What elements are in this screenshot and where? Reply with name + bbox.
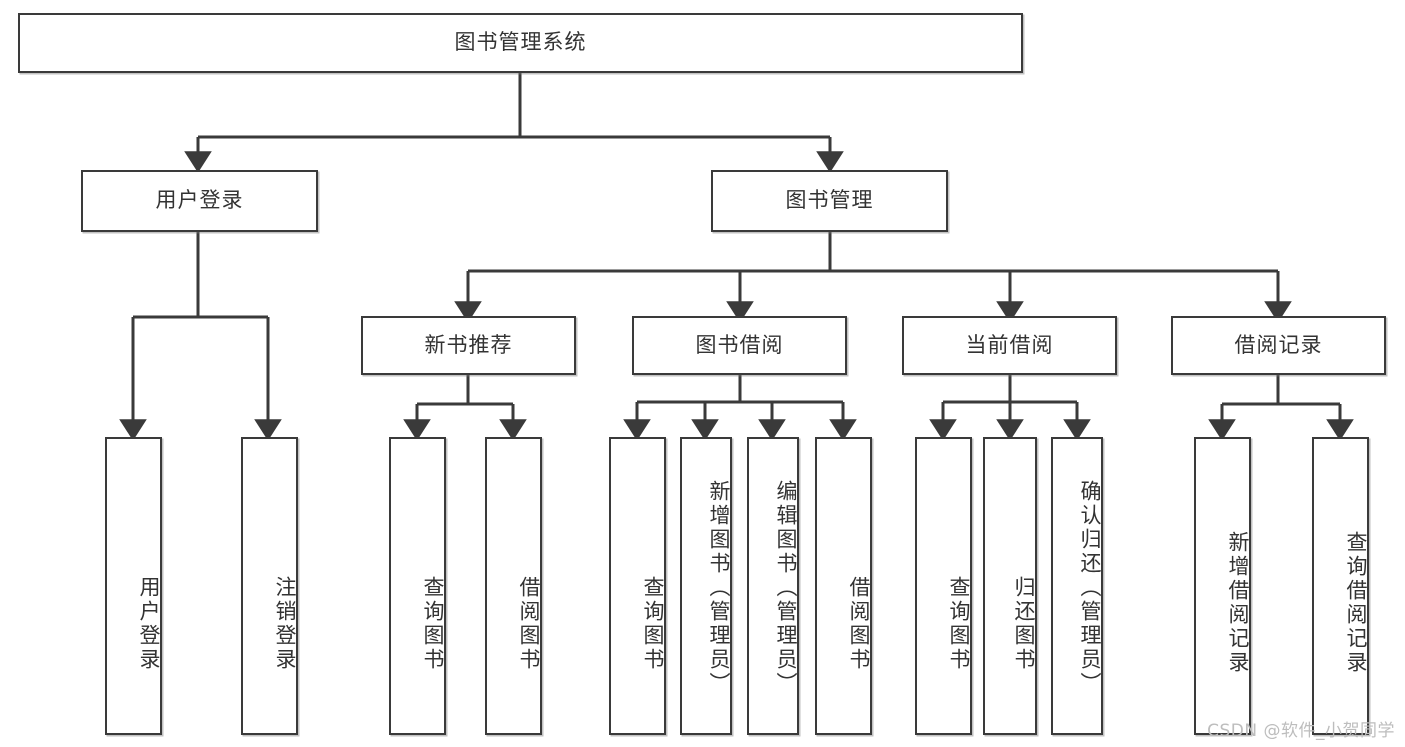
node-label: 注销登录 (273, 576, 297, 672)
node-user-login[interactable]: 用户登录 (81, 170, 318, 232)
node-label: 图书管理 (785, 188, 874, 213)
leaf-borrow-book-2[interactable]: 借阅图书 (815, 437, 872, 735)
leaf-add-book-admin[interactable]: 新增图书（管理员） (680, 437, 732, 735)
node-current-borrow[interactable]: 当前借阅 (902, 316, 1117, 375)
node-book-borrow[interactable]: 图书借阅 (632, 316, 847, 375)
node-label: 查询借阅记录 (1344, 531, 1368, 675)
leaf-return-book[interactable]: 归还图书 (983, 437, 1037, 735)
node-new-book-recommend[interactable]: 新书推荐 (361, 316, 576, 375)
node-label: 查询图书 (421, 576, 445, 672)
leaf-edit-book-admin[interactable]: 编辑图书（管理员） (747, 437, 799, 735)
node-label: 确认归还（管理员） (1078, 480, 1102, 696)
leaf-query-borrow-record[interactable]: 查询借阅记录 (1312, 437, 1369, 735)
leaf-query-book-1[interactable]: 查询图书 (389, 437, 446, 735)
leaf-query-book-2[interactable]: 查询图书 (609, 437, 666, 735)
leaf-add-borrow-record[interactable]: 新增借阅记录 (1194, 437, 1251, 735)
node-label: 查询图书 (641, 576, 665, 672)
node-label: 用户登录 (137, 576, 161, 672)
node-label: 借阅记录 (1234, 332, 1323, 357)
leaf-confirm-return-admin[interactable]: 确认归还（管理员） (1051, 437, 1103, 735)
leaf-logout-login[interactable]: 注销登录 (241, 437, 298, 735)
node-label: 新书推荐 (424, 332, 513, 357)
node-borrow-record[interactable]: 借阅记录 (1171, 316, 1386, 375)
node-label: 图书管理系统 (454, 30, 587, 55)
node-label: 借阅图书 (517, 576, 541, 672)
node-book-management-system[interactable]: 图书管理系统 (18, 13, 1023, 73)
node-label: 编辑图书（管理员） (774, 480, 798, 696)
leaf-user-login[interactable]: 用户登录 (105, 437, 162, 735)
leaf-query-book-3[interactable]: 查询图书 (915, 437, 972, 735)
node-label: 新增图书（管理员） (707, 480, 731, 696)
node-label: 归还图书 (1012, 576, 1036, 672)
node-label: 用户登录 (155, 188, 244, 213)
node-label: 借阅图书 (847, 576, 871, 672)
node-label: 当前借阅 (965, 332, 1054, 357)
node-label: 图书借阅 (695, 332, 784, 357)
node-label: 新增借阅记录 (1226, 531, 1250, 675)
node-book-manage[interactable]: 图书管理 (711, 170, 948, 232)
watermark-text: CSDN @软件_小贺同学 (1207, 721, 1395, 741)
node-label: 查询图书 (947, 576, 971, 672)
leaf-borrow-book-1[interactable]: 借阅图书 (485, 437, 542, 735)
